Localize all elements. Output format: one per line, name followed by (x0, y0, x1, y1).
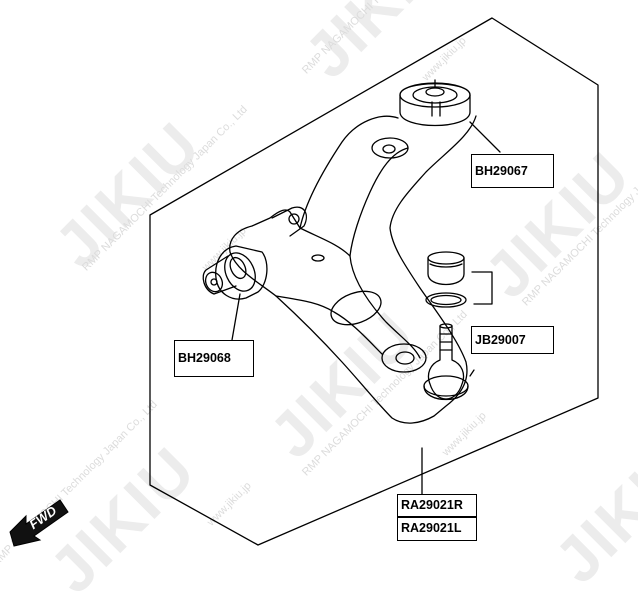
label-ball-joint: JB29007 (471, 326, 554, 354)
label-arm-right: RA29021R (397, 494, 477, 517)
arm-hole-upper (371, 137, 409, 159)
leader-front-bushing (231, 293, 241, 341)
label-front-bushing: BH29068 (174, 340, 254, 377)
arm-slot-middle (330, 290, 382, 326)
ball-joint-drawing (423, 251, 469, 400)
control-arm-lower-edge (275, 295, 383, 355)
leader-upper-bushing (469, 121, 501, 153)
front-bushing-drawing (202, 245, 268, 300)
upper-bushing-drawing (399, 79, 471, 127)
arm-hole-lower (381, 343, 427, 373)
arm-hole-upper-inner (382, 144, 396, 154)
label-upper-bushing: BH29067 (471, 154, 554, 188)
fwd-arrow-icon (9, 499, 69, 547)
label-arm-left: RA29021L (397, 517, 477, 541)
arm-hole-lower-inner (395, 351, 415, 365)
control-arm-inner-edge (299, 227, 351, 257)
control-arm-inner-ridge (349, 147, 421, 359)
arm-small-hole (311, 254, 325, 262)
control-arm-outline (229, 115, 477, 424)
frame-outline (149, 17, 599, 546)
leader-ball-joint (469, 369, 475, 377)
bracket-ball-joint (471, 271, 493, 305)
upper-mount-eye-drawing (271, 206, 307, 237)
control-arm-drawing (149, 17, 599, 546)
